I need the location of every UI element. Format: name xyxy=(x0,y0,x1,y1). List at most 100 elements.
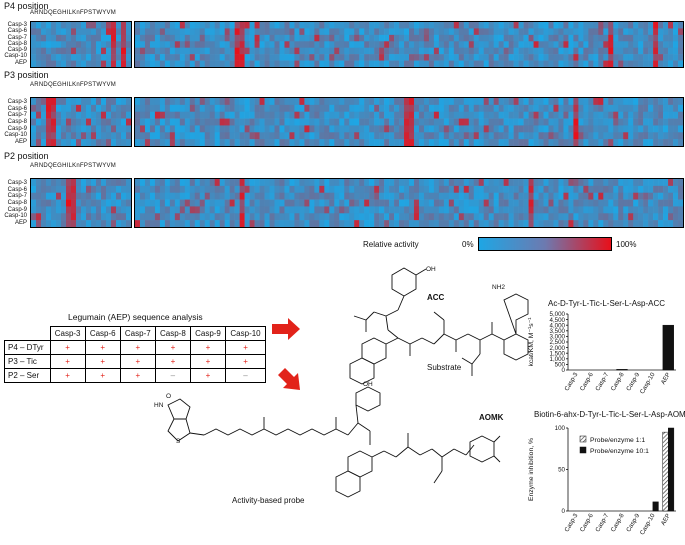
heatmap-cell xyxy=(413,104,420,113)
heatmap-row-label: AEP xyxy=(14,59,27,66)
heatmap-cell xyxy=(194,22,201,29)
heatmap-cell xyxy=(46,47,52,55)
heatmap-cell xyxy=(349,34,355,42)
heatmap-cell xyxy=(269,54,275,61)
heatmap-cell xyxy=(488,220,494,228)
heatmap-cell xyxy=(101,22,107,29)
heatmap-cell xyxy=(269,192,275,200)
table-row: P4 – DTyr + + + + + + xyxy=(4,340,266,355)
heatmap-cell xyxy=(463,118,470,126)
heatmap-cell xyxy=(204,125,211,133)
heatmap-cell xyxy=(603,192,609,200)
heatmap-cell xyxy=(204,192,211,200)
y-tick-label: 3,500 xyxy=(550,328,566,335)
heatmap-cell xyxy=(673,179,679,187)
heatmap-cell xyxy=(66,185,72,194)
heatmap-cell xyxy=(194,179,201,187)
heatmap-cell xyxy=(468,47,475,55)
heatmap-cell xyxy=(648,47,654,55)
heatmap-cell xyxy=(428,104,435,113)
heatmap-cell xyxy=(648,22,654,29)
heatmap-cell xyxy=(264,54,270,61)
heatmap-cell xyxy=(294,199,300,207)
heatmap-cell xyxy=(36,139,42,147)
heatmap-cell xyxy=(46,60,52,68)
heatmap-cell xyxy=(413,54,420,61)
heatmap-cell xyxy=(503,220,509,228)
heatmap-cell xyxy=(668,34,674,42)
heatmap-cell xyxy=(573,213,579,221)
heatmap-cell xyxy=(618,220,624,228)
heatmap-cell xyxy=(588,118,594,126)
heatmap-cell xyxy=(678,132,684,140)
heatmap-cell xyxy=(36,34,42,42)
heatmap-cell xyxy=(254,104,260,113)
heatmap-cell xyxy=(478,179,485,187)
heatmap-cell xyxy=(91,132,97,140)
heatmap-cell xyxy=(154,60,161,68)
heatmap-cell xyxy=(638,125,644,133)
heatmap-cell xyxy=(354,34,360,42)
heatmap-cell xyxy=(538,54,544,61)
heatmap-cell xyxy=(179,54,186,61)
heatmap-cell xyxy=(121,139,127,147)
heatmap-cell xyxy=(468,111,475,119)
heatmap-cell xyxy=(324,199,330,207)
heatmap-cell xyxy=(633,28,639,36)
heatmap-cell xyxy=(598,220,604,228)
heatmap-cell xyxy=(369,60,375,68)
heatmap-cell xyxy=(46,206,52,214)
heatmap-cell xyxy=(488,199,494,207)
heatmap-cell xyxy=(41,34,47,42)
heatmap-cell xyxy=(279,206,285,214)
heatmap-cell xyxy=(428,111,435,119)
heatmap-cell xyxy=(488,192,494,200)
heatmap-cell xyxy=(116,220,122,228)
heatmap-cell xyxy=(598,41,604,49)
heatmap-cell xyxy=(194,47,201,55)
heatmap-cell xyxy=(144,34,151,42)
heatmap-cell xyxy=(51,192,57,200)
heatmap-cell xyxy=(189,185,196,194)
heatmap-cell xyxy=(508,104,514,113)
heatmap-cell xyxy=(528,132,534,140)
heatmap-cell xyxy=(324,47,330,55)
heatmap-cell xyxy=(214,139,220,147)
heatmap-cell xyxy=(458,54,465,61)
heatmap-row-label: Casp-10 xyxy=(4,213,27,220)
heatmap-cell xyxy=(538,22,544,29)
heatmap-cell xyxy=(319,132,325,140)
heatmap-cell xyxy=(81,54,87,61)
heatmap-cell xyxy=(503,104,509,113)
heatmap-cell xyxy=(189,41,196,49)
heatmap-cell xyxy=(518,192,524,200)
heatmap-cell xyxy=(538,41,544,49)
heatmap-cell xyxy=(139,28,146,36)
heatmap-cell xyxy=(633,47,639,55)
heatmap-cell xyxy=(563,22,569,29)
heatmap-cell xyxy=(603,60,609,68)
heatmap-cell xyxy=(164,54,171,61)
heatmap-cell xyxy=(349,213,355,221)
heatmap-p3-nnaa xyxy=(134,97,684,147)
heatmap-cell xyxy=(578,206,584,214)
heatmap-cell xyxy=(344,54,350,61)
heatmap-cell xyxy=(229,118,235,126)
heatmap-cell xyxy=(458,60,465,68)
heatmap-cell xyxy=(259,220,265,228)
heatmap-cell xyxy=(453,220,460,228)
heatmap-cell xyxy=(344,220,350,228)
heatmap-cell xyxy=(86,60,92,68)
heatmap-cell xyxy=(76,98,82,106)
heatmap-cell xyxy=(488,34,494,42)
heatmap-cell xyxy=(259,213,265,221)
heatmap-cell xyxy=(558,28,564,36)
heatmap-cell xyxy=(154,132,161,140)
heatmap-cell xyxy=(433,28,440,36)
heatmap-cell xyxy=(483,206,490,214)
heatmap-cell xyxy=(593,199,599,207)
heatmap-cell xyxy=(269,213,275,221)
heatmap-cell xyxy=(374,192,380,200)
heatmap-cell xyxy=(598,179,604,187)
heatmap-cell xyxy=(179,60,186,68)
